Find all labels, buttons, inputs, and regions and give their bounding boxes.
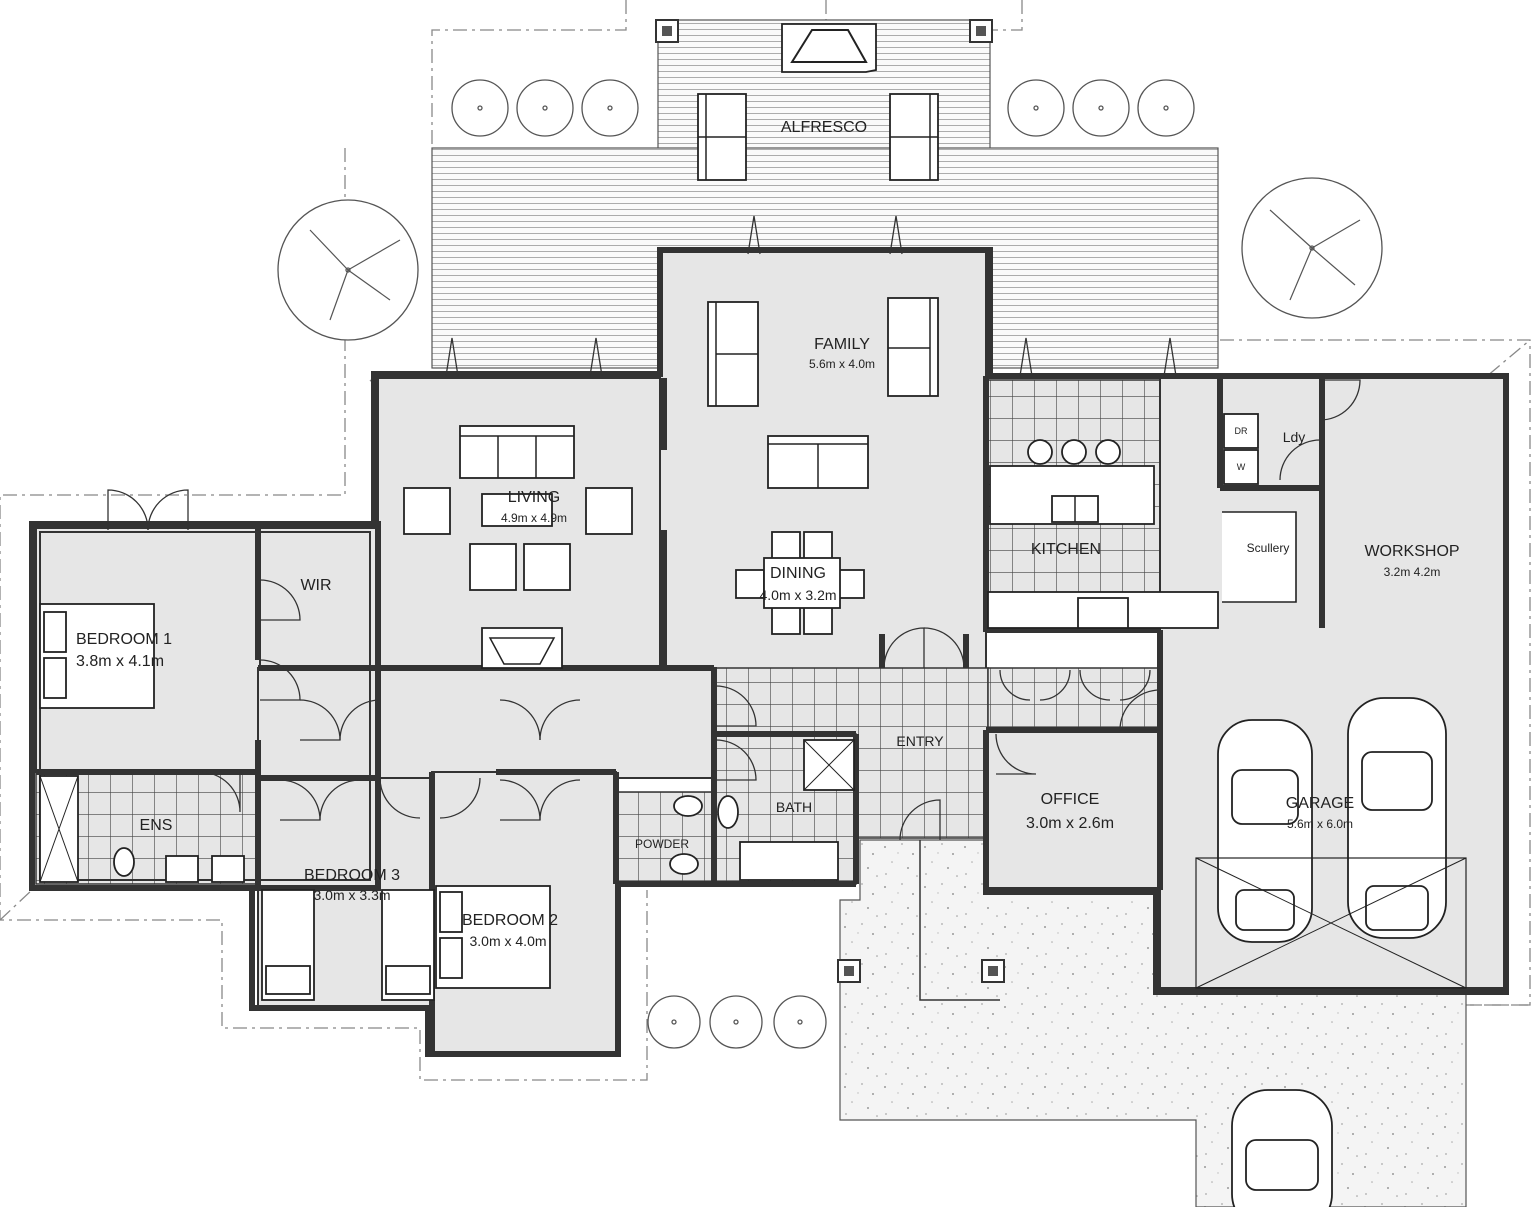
family-label: FAMILY [814, 336, 870, 353]
door-icon [259, 579, 301, 621]
door-icon [299, 699, 381, 741]
door-icon [499, 699, 581, 741]
tree-icon [709, 995, 763, 1049]
walls [29, 247, 1509, 1057]
family-size: 5.6m x 4.0m [809, 357, 875, 371]
door-icon [259, 659, 301, 701]
tree-icon [647, 995, 701, 1049]
door-icon [715, 739, 757, 781]
tree-icon [516, 79, 574, 137]
door-icon [899, 799, 941, 841]
dining-label: DINING [770, 565, 826, 582]
bedroom2-label: BEDROOM 2 [462, 912, 558, 929]
doors [107, 215, 1361, 841]
door-icon [107, 489, 189, 531]
office-label: OFFICE [1041, 791, 1100, 808]
wir-label: WIR [300, 577, 331, 594]
door-icon [1119, 689, 1161, 731]
dryer-label: DR [1235, 426, 1248, 436]
door-icon [199, 771, 241, 813]
tree-icon [1072, 79, 1130, 137]
tree-icon [277, 199, 419, 341]
room-labels: ALFRESCO FAMILY 5.6m x 4.0m LIVING 4.9m … [76, 119, 1460, 949]
door-icon [499, 779, 581, 821]
powder-label: POWDER [635, 837, 689, 851]
workshop-size: 3.2m 4.2m [1384, 565, 1441, 579]
door-icon [715, 685, 757, 727]
dining-size: 4.0m x 3.2m [759, 587, 836, 603]
door-icon [279, 779, 361, 821]
entry-label: ENTRY [896, 733, 944, 749]
car-icon [1347, 697, 1447, 939]
furniture [39, 297, 1297, 1001]
car-icon [1217, 719, 1313, 943]
washer-label: W [1237, 462, 1246, 472]
window-marker-icon [445, 215, 1177, 377]
living-size: 4.9m x 4.9m [501, 511, 567, 525]
car-icon [1231, 1089, 1333, 1207]
door-icon [995, 733, 1037, 775]
door-icon [1319, 379, 1361, 421]
workshop-label: WORKSHOP [1364, 543, 1459, 560]
bedroom3-size: 3.0m x 3.3m [313, 887, 390, 903]
cars [1195, 697, 1467, 1207]
kitchen-label: KITCHEN [1031, 541, 1101, 558]
alfresco-label: ALFRESCO [781, 119, 867, 136]
bedroom1-label: BEDROOM 1 [76, 631, 172, 648]
bedroom1-size: 3.8m x 4.1m [76, 653, 164, 670]
door-icon [379, 777, 481, 819]
door-icon [999, 669, 1151, 701]
bedroom2-size: 3.0m x 4.0m [469, 933, 546, 949]
tree-icon [1241, 177, 1383, 319]
door-icon [1279, 439, 1321, 481]
tree-icon [1137, 79, 1195, 137]
garage-label: GARAGE [1286, 795, 1354, 812]
ensuite-label: ENS [140, 817, 173, 834]
laundry-label: Ldy [1283, 429, 1306, 445]
tree-icon [773, 995, 827, 1049]
door-icon [883, 627, 965, 669]
bedroom3-label: BEDROOM 3 [304, 867, 400, 884]
tree-icon [451, 79, 509, 137]
scullery-label: Scullery [1247, 541, 1290, 555]
garage-size: 5.6m x 6.0m [1287, 817, 1353, 831]
tree-icon [581, 79, 639, 137]
bath-label: BATH [776, 799, 812, 815]
tree-icon [1007, 79, 1065, 137]
living-label: LIVING [508, 489, 560, 506]
office-size: 3.0m x 2.6m [1026, 815, 1114, 832]
